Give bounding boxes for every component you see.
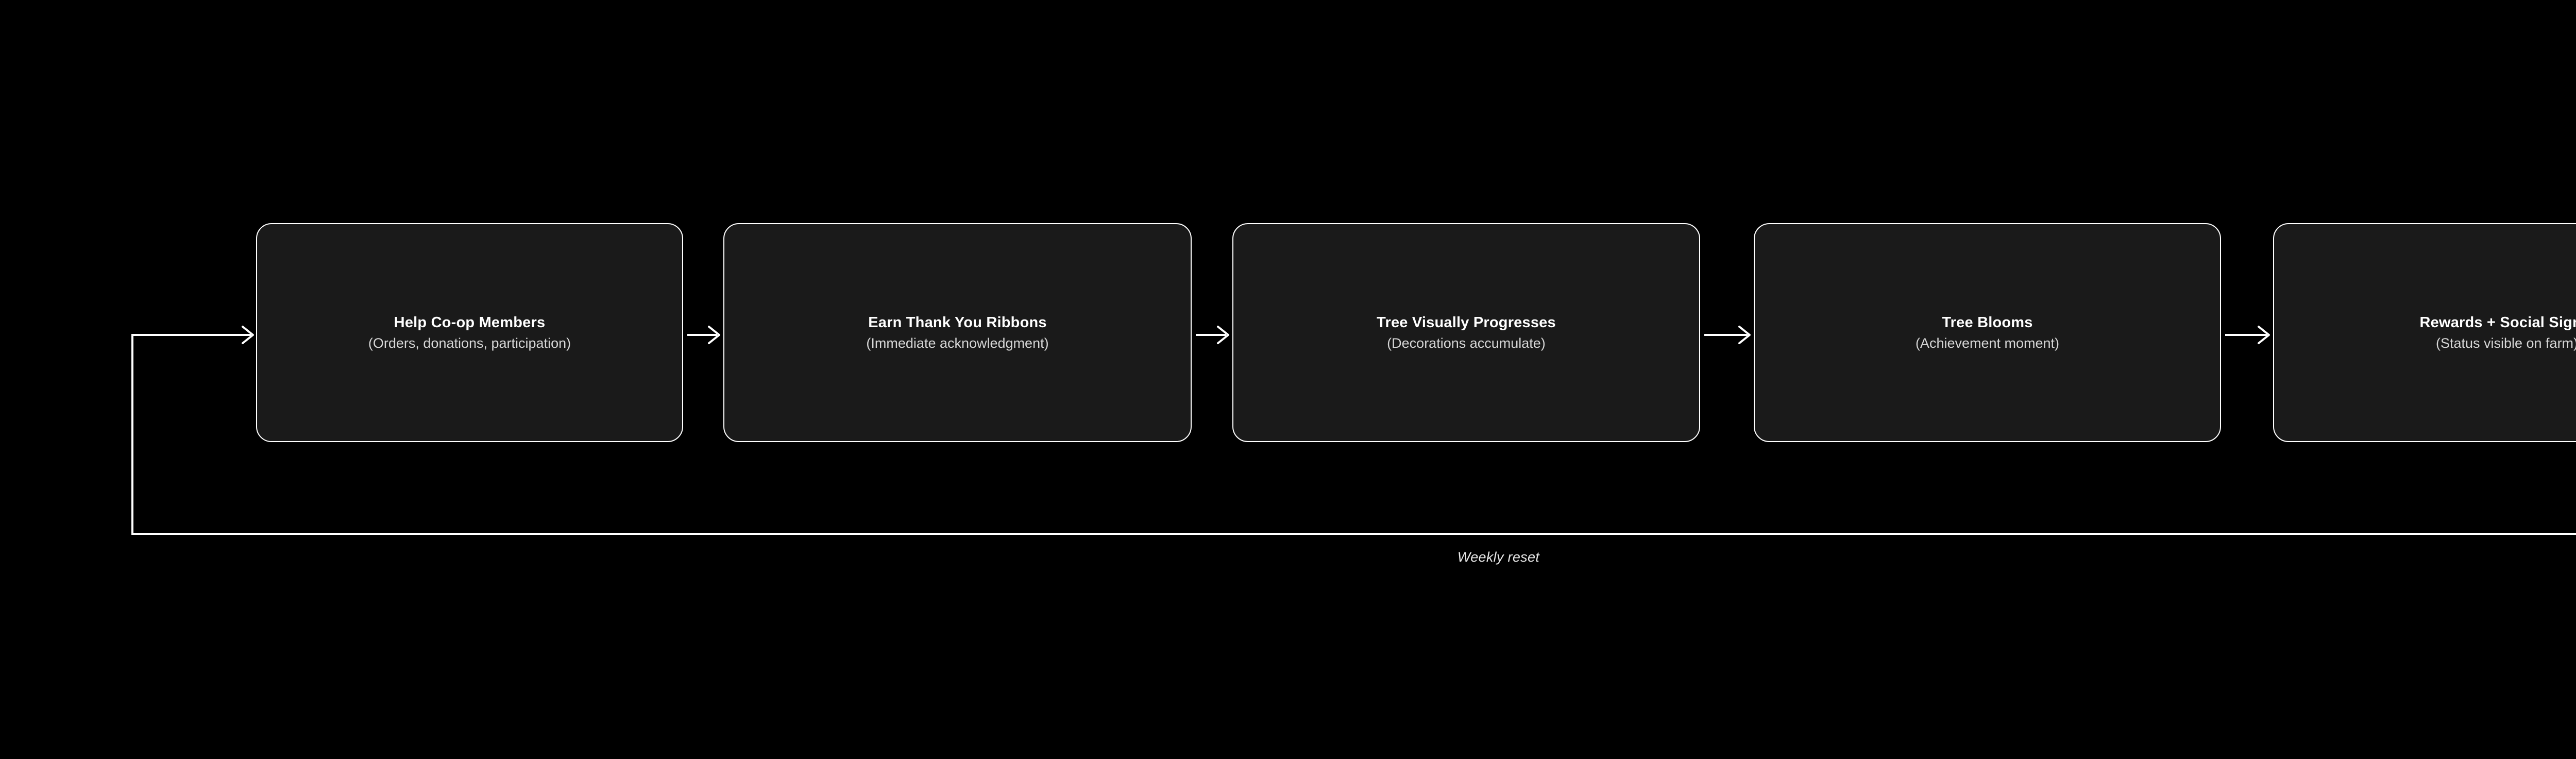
node-subtitle: (Achievement moment) <box>1915 335 2060 351</box>
node-subtitle: (Decorations accumulate) <box>1387 335 1546 351</box>
flow-node-row: Help Co-op Members (Orders, donations, p… <box>256 223 2576 442</box>
feedback-loop-caption: Weekly reset <box>1457 549 1540 565</box>
node-gap-4 <box>2221 223 2273 442</box>
node-gap-3 <box>1700 223 1754 442</box>
node-gap-2 <box>1192 223 1232 442</box>
node-earn-thank-you-ribbons[interactable]: Earn Thank You Ribbons (Immediate acknow… <box>723 223 1192 442</box>
node-subtitle: (Immediate acknowledgment) <box>866 335 1049 351</box>
node-title: Rewards + Social Signal <box>2419 314 2576 331</box>
node-subtitle: (Orders, donations, participation) <box>368 335 571 351</box>
node-title: Earn Thank You Ribbons <box>868 314 1047 331</box>
node-rewards-social-signal[interactable]: Rewards + Social Signal (Status visible … <box>2273 223 2576 442</box>
node-gap-1 <box>683 223 723 442</box>
node-tree-blooms[interactable]: Tree Blooms (Achievement moment) <box>1754 223 2221 442</box>
node-title: Tree Blooms <box>1942 314 2033 331</box>
node-title: Help Co-op Members <box>394 314 546 331</box>
node-help-co-op-members[interactable]: Help Co-op Members (Orders, donations, p… <box>256 223 683 442</box>
node-subtitle: (Status visible on farm) <box>2435 335 2576 351</box>
node-title: Tree Visually Progresses <box>1377 314 1556 331</box>
node-tree-visually-progresses[interactable]: Tree Visually Progresses (Decorations ac… <box>1232 223 1700 442</box>
